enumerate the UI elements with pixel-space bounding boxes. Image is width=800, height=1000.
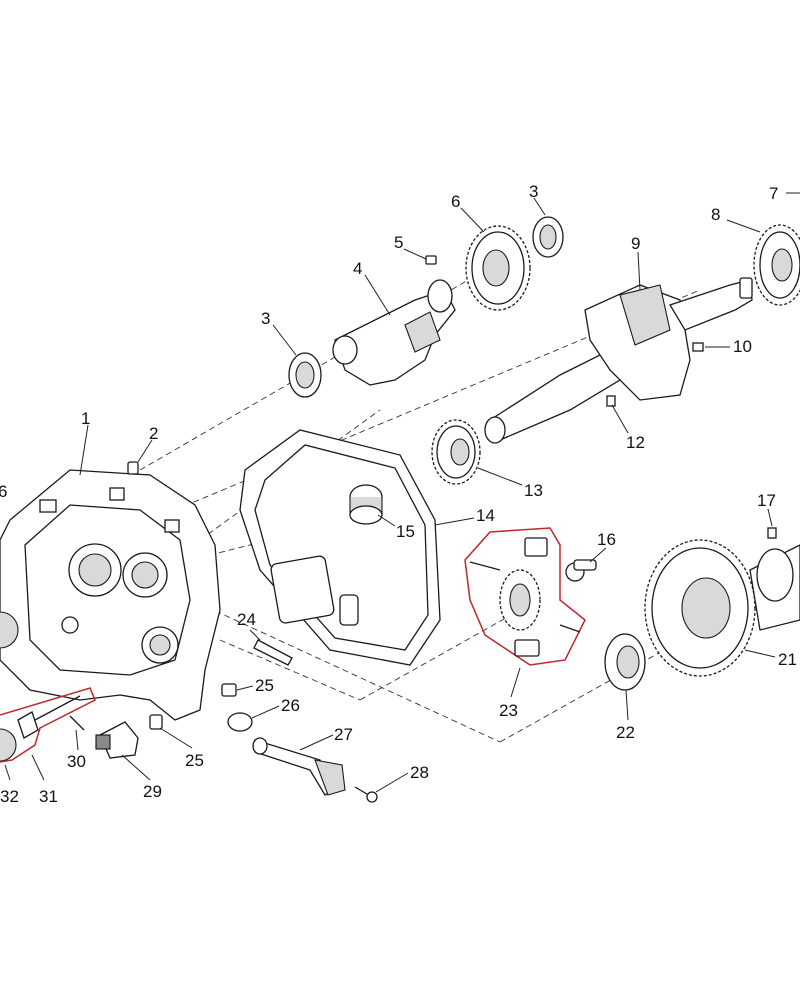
- governor-assembly-23: [464, 527, 586, 666]
- callout-25-upper: 25: [255, 676, 274, 695]
- callout-3-left: 3: [261, 309, 270, 328]
- callout-17: 17: [757, 491, 776, 510]
- bearing-22: [604, 633, 646, 691]
- callout-26: 26: [281, 696, 300, 715]
- key-5: [425, 255, 437, 265]
- gear-13: [431, 419, 481, 485]
- key-12: [606, 395, 616, 407]
- callout-4: 4: [353, 259, 362, 278]
- o-ring-26: [227, 712, 253, 732]
- camshaft-4: [332, 279, 456, 386]
- bolt-28: [354, 786, 378, 803]
- callout-10: 10: [733, 337, 752, 356]
- callout-23: 23: [499, 701, 518, 720]
- pin-30: [69, 715, 85, 731]
- callout-28: 28: [410, 763, 429, 782]
- callout-1: 1: [81, 409, 90, 428]
- callout-21: 21: [778, 650, 797, 669]
- leader-lines: [4, 192, 800, 793]
- lever-assembly-31: [0, 687, 96, 763]
- callout-27: 27: [334, 725, 353, 744]
- callout-24: 24: [237, 610, 256, 629]
- pin-16: [565, 559, 597, 582]
- bearing-3-left: [288, 352, 322, 398]
- callout-3-right: 3: [529, 182, 538, 201]
- callout-15: 15: [396, 522, 415, 541]
- callout-13: 13: [524, 481, 543, 500]
- callout-2: 2: [149, 424, 158, 443]
- callout-31: 31: [39, 787, 58, 806]
- dowel-pin-2: [127, 461, 139, 475]
- crankshaft-9: [484, 277, 753, 444]
- crankcase-cover: [0, 469, 221, 762]
- callout-16: 16: [597, 530, 616, 549]
- callout-7: 7: [769, 184, 778, 203]
- callout-8: 8: [711, 205, 720, 224]
- plug-25-upper: [221, 683, 237, 697]
- gear-8: [753, 224, 800, 306]
- callout-9: 9: [631, 234, 640, 253]
- callout-29: 29: [143, 782, 162, 801]
- shaft-27: [252, 737, 346, 796]
- callout-22: 22: [616, 723, 635, 742]
- key-10: [692, 342, 704, 352]
- callout-labels: 1 2 3 3 4 5 6 6 7 8 9 10 12 13 14 15 16 …: [0, 182, 797, 806]
- callout-30: 30: [67, 752, 86, 771]
- plug-25-lower: [149, 714, 163, 730]
- callout-25-lower: 25: [185, 751, 204, 770]
- cam-gear-6: [465, 225, 531, 311]
- bearing-3-right: [532, 216, 564, 258]
- callout-6-left: 6: [0, 482, 7, 501]
- callout-12: 12: [626, 433, 645, 452]
- shaft-24: [253, 639, 293, 666]
- callout-32: 32: [0, 787, 19, 806]
- gasket-14: [239, 429, 441, 666]
- callout-5: 5: [394, 233, 403, 252]
- key-17: [767, 527, 777, 539]
- callout-14: 14: [476, 506, 495, 525]
- gear-21: [644, 539, 800, 677]
- callout-6-mid: 6: [451, 192, 460, 211]
- switch-29: [95, 721, 139, 759]
- bushing-15: [349, 484, 383, 525]
